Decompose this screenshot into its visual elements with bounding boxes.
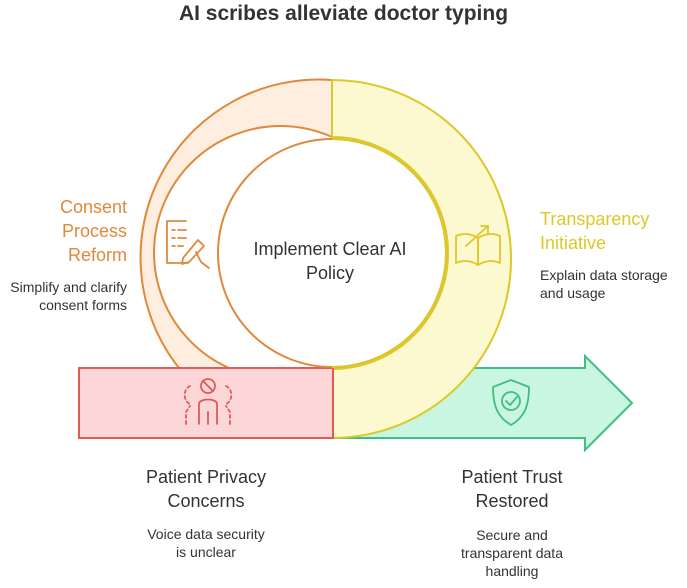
trust-title-line2: Restored [475, 491, 549, 511]
trust-title-line1: Patient Trust [461, 467, 563, 487]
consent-title-line3: Reform [67, 245, 127, 265]
shield-check-icon [492, 379, 530, 426]
consent-title-line2: Process [61, 221, 127, 241]
trust-desc-line2: transparent data [461, 545, 563, 561]
ring-right-segment [331, 78, 512, 440]
privacy-desc-line2: is unclear [176, 544, 236, 560]
center-label-line2: Policy [305, 263, 354, 283]
trust-description: Secure and transparent data handling [382, 526, 642, 580]
consent-description: Simplify and clarify consent forms [10, 278, 127, 314]
transparency-desc-line2: and usage [540, 285, 606, 301]
ring-left-segment [139, 78, 333, 369]
restricted-person-icon [183, 378, 233, 425]
privacy-title: Patient Privacy Concerns [76, 465, 336, 513]
trust-desc-line1: Secure and [476, 527, 548, 543]
privacy-desc-line1: Voice data security [147, 526, 265, 542]
open-book-arrow-icon [455, 225, 501, 266]
transparency-title-line1: Transparency [540, 209, 650, 229]
consent-desc-line1: Simplify and clarify [10, 279, 127, 295]
consent-title-line1: Consent [59, 197, 127, 217]
privacy-description: Voice data security is unclear [76, 525, 336, 561]
page-title: AI scribes alleviate doctor typing [178, 2, 509, 25]
consent-title: Consent Process Reform [60, 195, 127, 267]
privacy-title-line1: Patient Privacy [145, 467, 267, 487]
center-label-line1: Implement Clear AI [253, 239, 407, 259]
document-pen-icon [166, 220, 210, 269]
trust-desc-line3: handling [485, 563, 539, 579]
transparency-desc-line1: Explain data storage [540, 267, 668, 283]
transparency-description: Explain data storage and usage [540, 266, 668, 302]
center-label: Implement Clear AI Policy [222, 237, 438, 285]
privacy-title-line2: Concerns [167, 491, 245, 511]
transparency-title: Transparency Initiative [540, 207, 649, 255]
center-circle-right-edge [331, 138, 447, 368]
consent-desc-line2: consent forms [39, 297, 127, 313]
trust-title: Patient Trust Restored [382, 465, 642, 513]
transparency-title-line2: Initiative [540, 233, 607, 253]
